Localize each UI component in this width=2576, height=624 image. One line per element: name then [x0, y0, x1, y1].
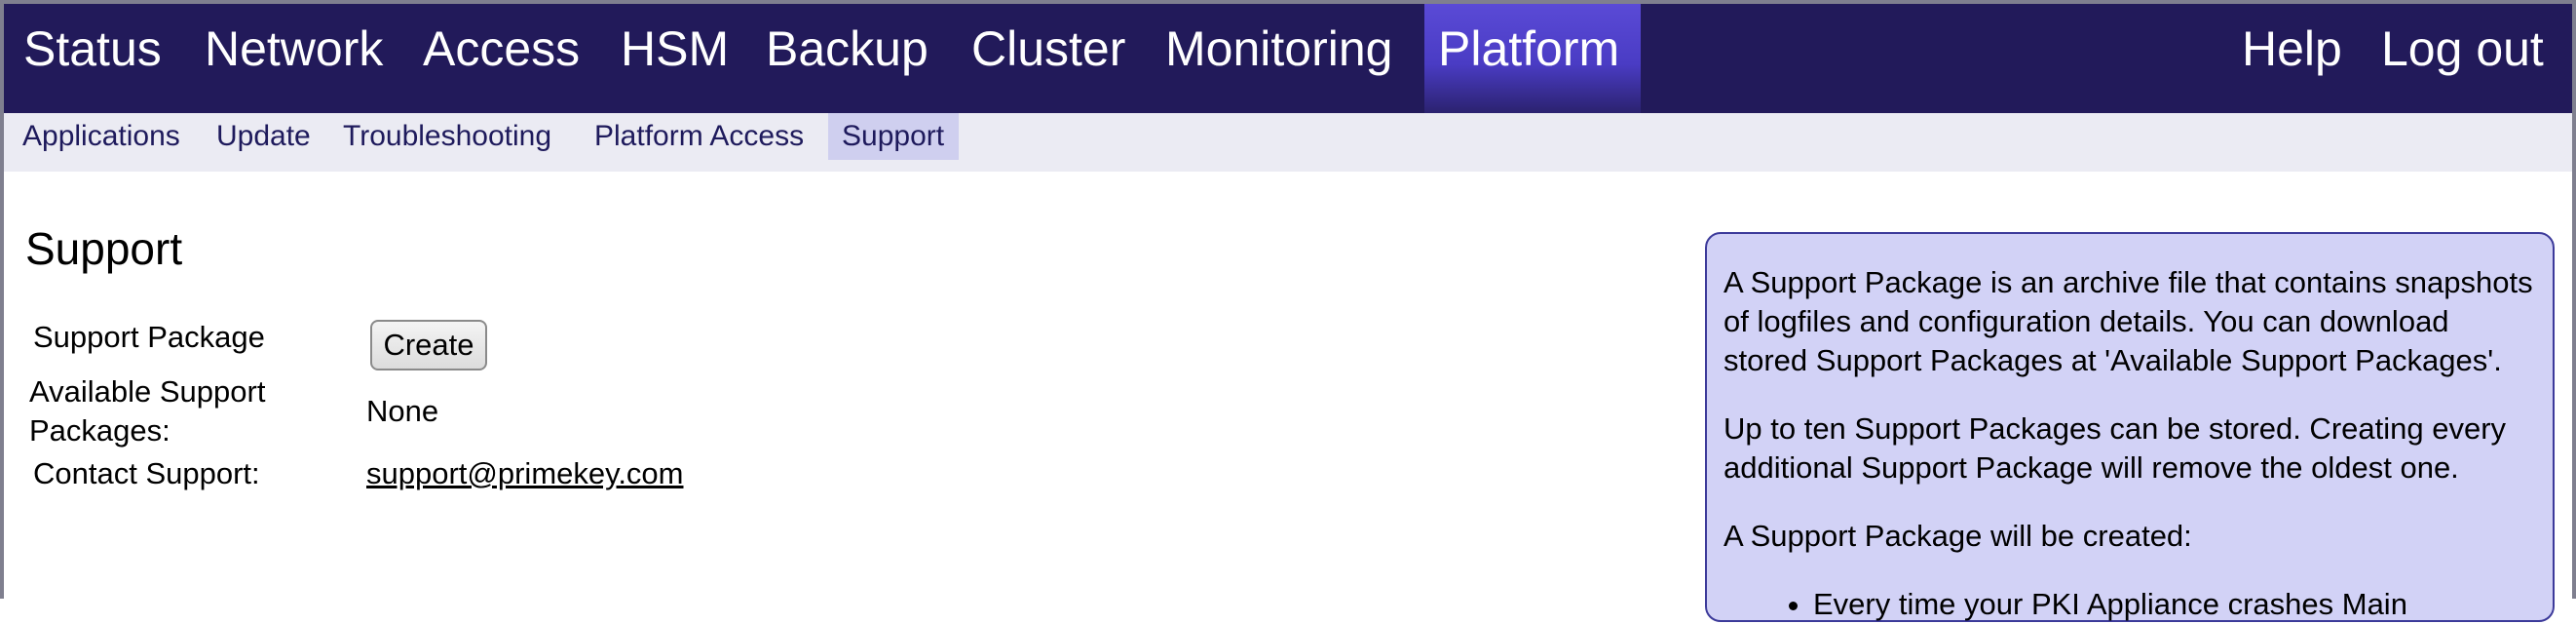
info-paragraph-2: Up to ten Support Packages can be stored…	[1724, 411, 2507, 485]
logout-link[interactable]: Log out	[2381, 21, 2544, 76]
nav-item-hsm[interactable]: HSM	[621, 21, 730, 76]
create-button[interactable]: Create	[370, 320, 487, 370]
window-frame	[0, 0, 2576, 599]
nav-item-cluster[interactable]: Cluster	[971, 21, 1126, 76]
help-link[interactable]: Help	[2242, 21, 2342, 76]
nav-item-status[interactable]: Status	[23, 21, 162, 76]
info-list: Every time your PKI Appliance crashes Ma…	[1813, 585, 2537, 624]
page-title: Support	[25, 223, 183, 274]
sub-navigation-bar: Applications Update Troubleshooting Plat…	[4, 113, 2572, 172]
info-paragraph-1: A Support Package is an archive file tha…	[1724, 265, 2533, 377]
nav-item-access[interactable]: Access	[423, 21, 581, 76]
nav-item-platform[interactable]: Platform	[1424, 4, 1641, 113]
help-info-box: A Support Package is an archive file tha…	[1705, 232, 2555, 622]
contact-support-value: support@primekey.com	[366, 454, 684, 493]
nav-item-network[interactable]: Network	[205, 21, 384, 76]
support-email-link[interactable]: support@primekey.com	[366, 456, 684, 490]
nav-item-monitoring[interactable]: Monitoring	[1165, 21, 1393, 76]
info-list-item: Every time your PKI Appliance crashes Ma…	[1813, 585, 2537, 624]
info-paragraph-3: A Support Package will be created:	[1724, 519, 2192, 553]
available-packages-value: None	[366, 394, 439, 428]
subnav-item-troubleshooting[interactable]: Troubleshooting	[343, 120, 552, 152]
subnav-item-update[interactable]: Update	[216, 120, 311, 152]
support-package-label: Support Package	[33, 320, 265, 354]
available-packages-label: Available Support Packages:	[29, 374, 266, 448]
top-navigation-bar: Status Network Access HSM Backup Cluster…	[4, 4, 2572, 113]
subnav-item-applications[interactable]: Applications	[22, 120, 180, 152]
nav-item-backup[interactable]: Backup	[766, 21, 928, 76]
contact-support-label: Contact Support:	[33, 456, 260, 490]
subnav-item-platform-access[interactable]: Platform Access	[594, 120, 805, 152]
subnav-item-support[interactable]: Support	[828, 113, 959, 160]
